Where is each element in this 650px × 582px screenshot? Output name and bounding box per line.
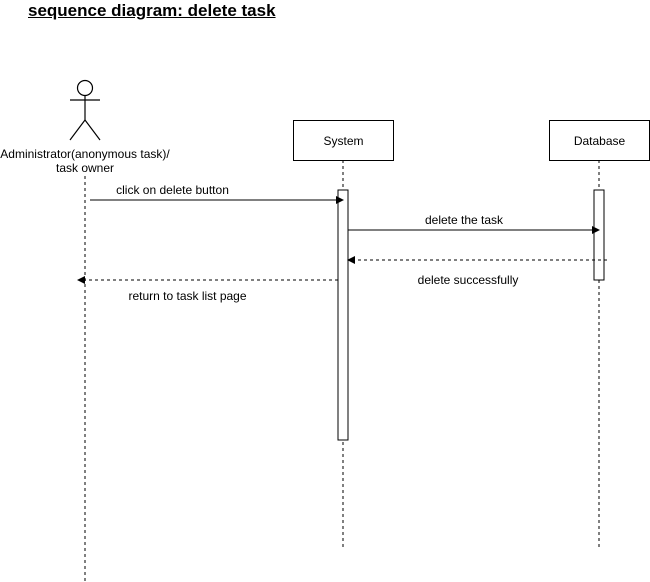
- message-label-click-delete: click on delete button: [116, 183, 229, 197]
- message-label-delete-task: delete the task: [424, 213, 504, 227]
- actor-label-line2: task owner: [55, 161, 115, 175]
- database-participant-box: Database: [549, 120, 650, 161]
- actor-label-line1: Administrator(anonymous task)/: [0, 147, 170, 161]
- actor-figure: [69, 79, 101, 141]
- system-participant-box: System: [293, 120, 394, 161]
- database-participant-label: Database: [573, 133, 626, 148]
- system-participant-label: System: [323, 133, 364, 148]
- message-label-delete-successfully: delete successfully: [417, 273, 519, 287]
- database-activation-bar: [593, 189, 605, 281]
- diagram-title: sequence diagram: delete task: [28, 1, 276, 20]
- system-activation-bar: [337, 189, 349, 441]
- actor-label: Administrator(anonymous task)/ task owne…: [0, 147, 170, 175]
- message-label-return-list: return to task list page: [128, 289, 247, 303]
